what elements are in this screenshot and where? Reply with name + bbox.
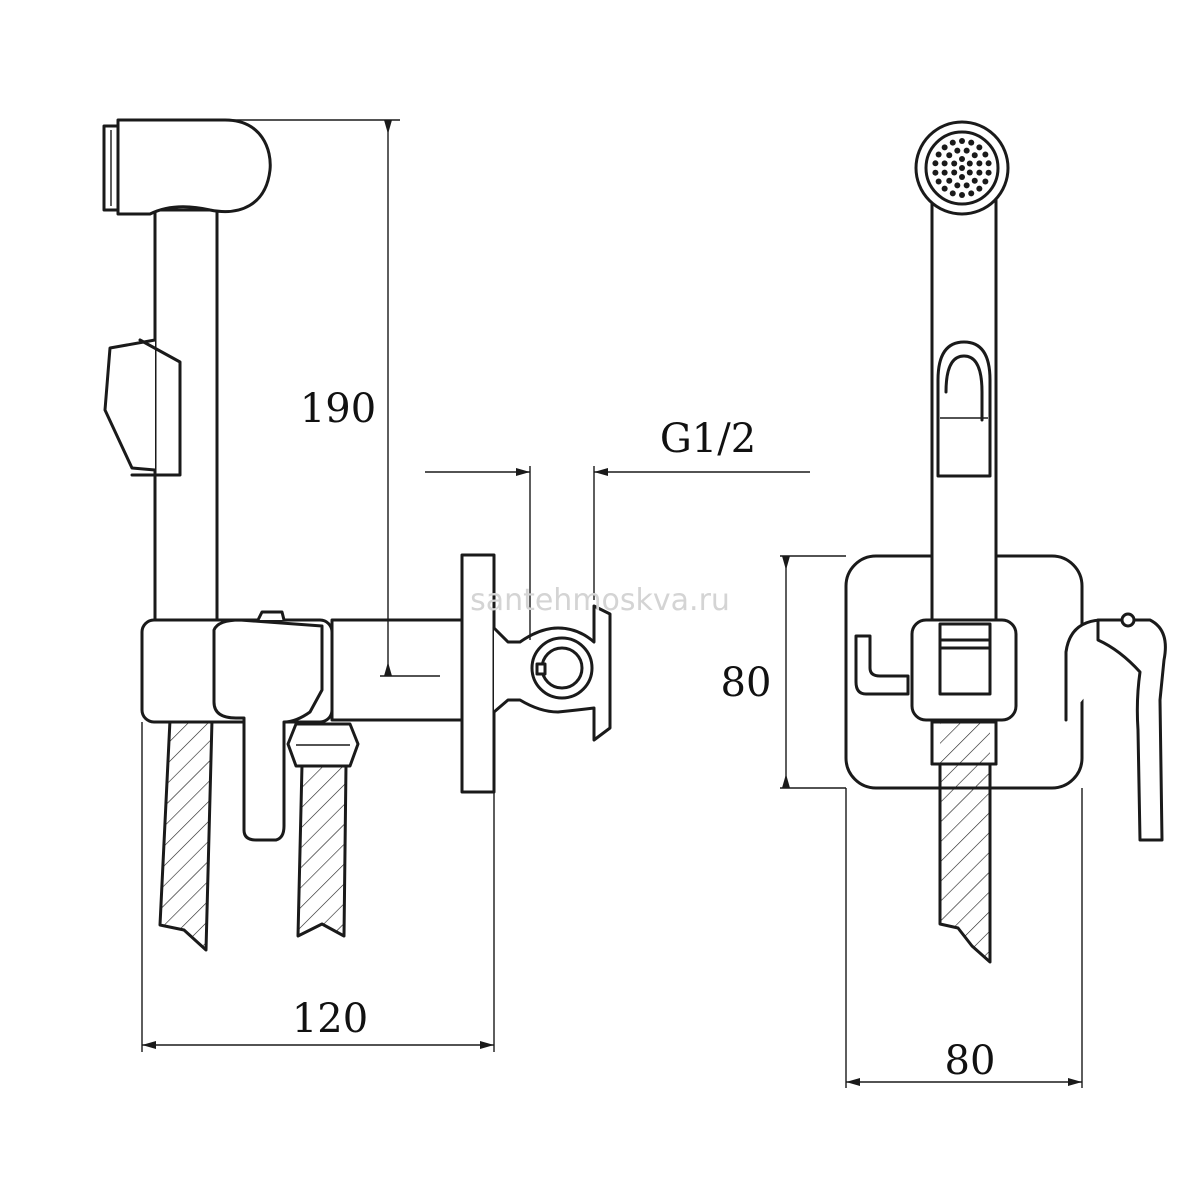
- spray-hole: [966, 169, 973, 176]
- spray-hole: [941, 160, 948, 167]
- spray-hole: [963, 182, 970, 189]
- dim-width-front: 80: [945, 1038, 996, 1084]
- spray-hole: [951, 160, 958, 167]
- spray-hole: [976, 144, 983, 151]
- hose-left-side: [158, 718, 214, 952]
- spray-hole: [941, 169, 948, 176]
- spray-hole: [941, 144, 948, 151]
- front-view: 80 80: [721, 120, 1167, 1088]
- shower-trigger-front: [936, 340, 992, 478]
- spray-hole: [968, 139, 975, 146]
- dim-height-front: 80: [721, 660, 772, 706]
- spray-hole: [959, 138, 965, 144]
- dim-height-side: 190: [300, 386, 376, 432]
- outlet-pipe: [330, 618, 464, 722]
- shower-trigger: [103, 338, 157, 472]
- dim-width-side: 120: [292, 996, 368, 1042]
- spray-hole: [949, 190, 956, 197]
- shower-stem: [153, 208, 219, 624]
- spray-hole: [932, 169, 939, 176]
- mixer-lever: [212, 618, 324, 842]
- spray-hole: [951, 169, 958, 176]
- shower-head: [116, 118, 272, 216]
- spray-hole: [976, 169, 983, 176]
- watermark: santehmoskva.ru: [470, 583, 730, 618]
- spray-hole: [949, 139, 956, 146]
- mixer-lever-front: [1096, 618, 1167, 842]
- spray-hole: [971, 152, 978, 159]
- hose-right-side: [296, 763, 348, 938]
- spray-hole: [935, 151, 942, 158]
- spray-hole: [959, 165, 965, 171]
- spray-hole: [985, 160, 992, 167]
- spray-hole: [968, 190, 975, 197]
- spray-hole: [976, 160, 983, 167]
- spray-hole: [982, 151, 989, 158]
- spray-hole: [966, 160, 973, 167]
- spray-hole: [976, 185, 983, 192]
- spray-hole: [959, 174, 965, 180]
- spray-hole: [941, 185, 948, 192]
- spray-hole: [959, 192, 965, 198]
- spray-hole: [963, 147, 970, 154]
- spray-hole: [985, 169, 992, 176]
- shower-trigger-inner: [130, 338, 182, 477]
- spray-hole: [982, 178, 989, 185]
- side-view: 190 G1/2 120: [102, 118, 810, 1052]
- spray-hole: [946, 177, 953, 184]
- shower-holder-front: [854, 634, 910, 696]
- spray-hole: [935, 178, 942, 185]
- spray-hole: [946, 152, 953, 159]
- spray-hole: [954, 147, 961, 154]
- spray-hole: [971, 177, 978, 184]
- spray-hole: [959, 156, 965, 162]
- lever-cap: [256, 610, 286, 622]
- spray-hole: [954, 182, 961, 189]
- dim-thread: G1/2: [660, 416, 756, 462]
- spray-holes: [932, 138, 992, 198]
- spray-hole: [932, 160, 939, 167]
